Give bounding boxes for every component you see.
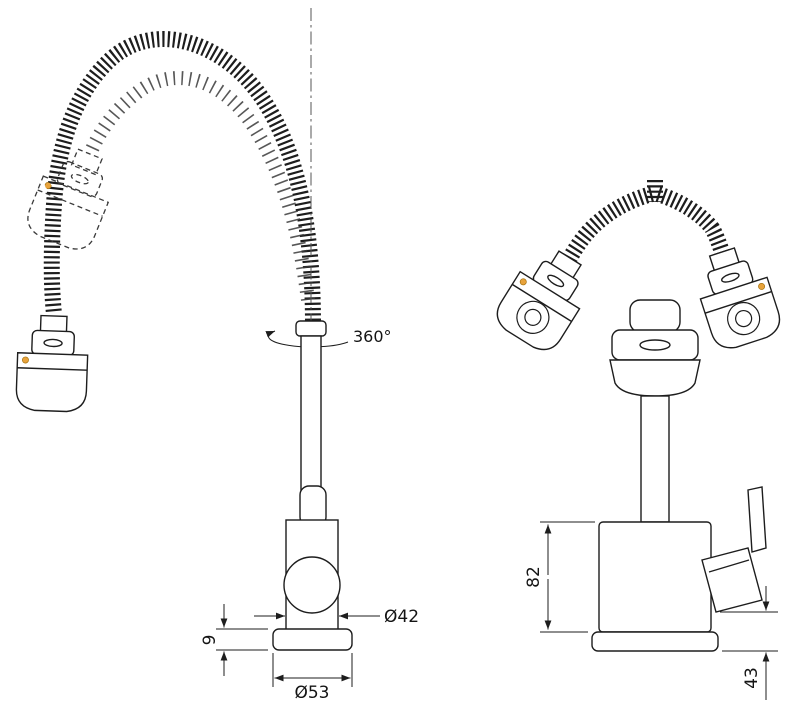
faucet-body-front	[598, 521, 712, 633]
body-height-label: 82	[524, 566, 544, 588]
dimension-base-thickness: 9	[200, 604, 268, 676]
accent-dot	[44, 182, 52, 190]
band-slot	[639, 339, 671, 351]
ball-joint	[283, 556, 341, 614]
spray-head-alt-position	[21, 140, 124, 256]
spray-head-shape	[688, 240, 786, 354]
spray-face-ring	[735, 309, 753, 328]
flex-hose-left	[563, 186, 655, 262]
handle-height-label: 43	[742, 667, 762, 689]
spray-head-shape	[21, 140, 124, 256]
spray-head-right	[688, 240, 786, 354]
spray-face-ring	[524, 308, 542, 326]
side-view: 360° Ø42 Ø53 9	[15, 8, 419, 703]
dimension-rotation: 360°	[353, 327, 392, 346]
base-diameter-label: Ø53	[294, 683, 329, 703]
spray-head-cap	[629, 299, 681, 333]
spray-face-ring	[727, 301, 761, 336]
flex-hose-right	[655, 186, 730, 255]
dimension-spout-diameter: Ø42	[254, 607, 419, 627]
dimension-base-diameter: Ø53	[272, 653, 353, 703]
accent-dot	[21, 356, 29, 364]
base-flange	[272, 628, 353, 651]
spray-head-shape	[15, 314, 90, 413]
riser-tube	[640, 395, 670, 523]
dimension-handle-height: 43	[720, 586, 778, 700]
spray-head	[15, 314, 90, 413]
swivel-collar	[295, 320, 327, 337]
rotation-label: 360°	[353, 327, 392, 346]
front-view: 82 43	[489, 180, 786, 700]
handle-knob	[701, 547, 763, 613]
handle-knob-facet	[708, 559, 750, 573]
spout-diameter-label: Ø42	[384, 607, 419, 627]
rotation-arrow	[265, 330, 349, 348]
spray-face-ring	[516, 300, 550, 334]
base-flange-front	[591, 631, 719, 652]
accent-dot	[519, 278, 527, 286]
spray-head-cup	[609, 359, 701, 397]
spray-head-shape	[489, 238, 601, 358]
spray-head-left	[489, 238, 601, 358]
accent-dot	[758, 283, 766, 290]
base-thickness-label: 9	[200, 635, 220, 646]
dimension-body-height: 82	[524, 521, 595, 633]
handle-bar	[747, 486, 767, 553]
